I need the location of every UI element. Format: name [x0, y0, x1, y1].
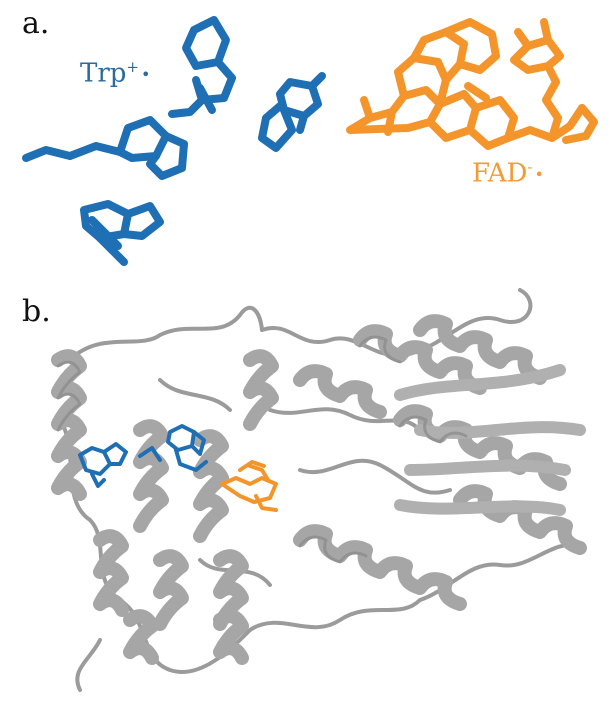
panel-a-label: a.	[22, 6, 50, 41]
trp-charge: +	[126, 58, 139, 76]
protein-shading	[56, 335, 468, 564]
fad-charge: -	[527, 158, 533, 176]
trp-residues-sticks	[22, 16, 326, 266]
fad-radical-dot: •	[534, 164, 544, 184]
trp-radical-dot: •	[141, 64, 151, 84]
fad-radical-label: FAD-•	[472, 158, 544, 189]
protein-strands	[394, 364, 586, 516]
protein-helices	[51, 314, 587, 665]
trp-name: Trp	[80, 58, 127, 89]
trp-residue-1	[22, 116, 188, 180]
trp-radical-label: Trp+•	[80, 58, 150, 89]
trp-residue-4	[80, 200, 164, 266]
panel-b-label: b.	[22, 294, 51, 329]
fad-cofactor-sticks	[346, 18, 598, 150]
protein-trp-highlight	[78, 424, 208, 488]
trp-residue-3	[258, 72, 326, 152]
protein-fad-highlight	[220, 460, 278, 512]
trp-residue-2	[168, 16, 236, 118]
protein-ribbon-structure	[51, 288, 587, 692]
fad-name: FAD	[472, 158, 528, 189]
